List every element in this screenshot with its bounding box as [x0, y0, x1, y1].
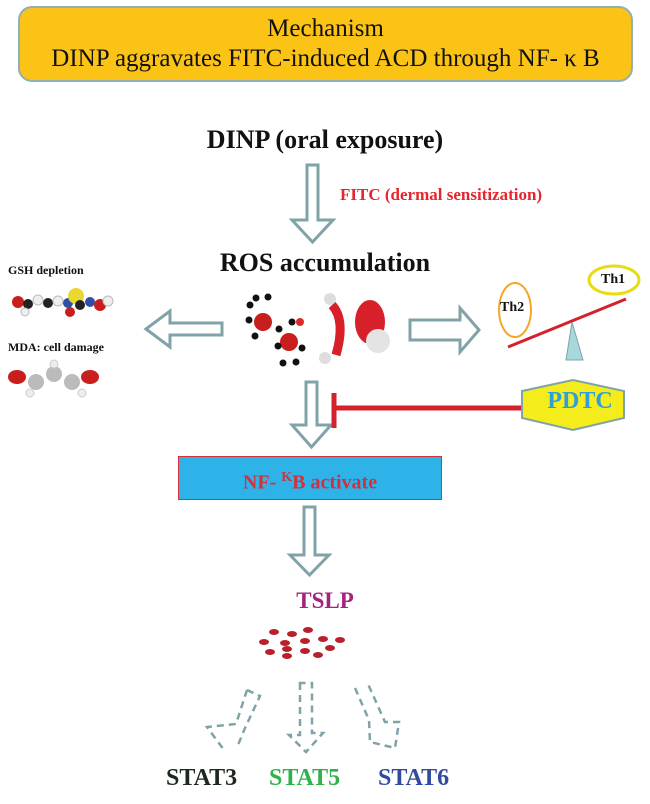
mda-molecule-icon	[8, 359, 99, 398]
ros-molecules-icon	[245, 293, 390, 367]
arrow-ros-to-right	[408, 303, 481, 357]
mda-label: MDA: cell damage	[8, 340, 104, 354]
dashed-arrow-stat5	[285, 681, 326, 754]
inhibition-bar	[331, 393, 525, 428]
tslp-particles-icon	[259, 627, 345, 659]
title-text: Mechanism	[267, 15, 384, 42]
th2-label: Th2	[500, 300, 525, 315]
gsh-label: GSH depletion	[8, 263, 84, 277]
fitc-label: FITC (dermal sensitization)	[340, 185, 543, 204]
dinp-label: DINP (oral exposure)	[206, 125, 444, 154]
nfkb-kappa: Κ	[281, 470, 293, 485]
ros-label: ROS accumulation	[219, 248, 431, 277]
subtitle-text: DINP aggravates FITC-induced ACD through…	[51, 45, 600, 72]
dashed-arrow-stat3	[204, 688, 262, 751]
stat5-label: STAT5	[269, 765, 341, 791]
stat6-label: STAT6	[378, 765, 450, 791]
title-banner: Mechanism DINP aggravates FITC-induced A…	[18, 6, 633, 82]
nfkb-suffix: B activate	[292, 471, 378, 494]
dashed-arrow-stat6	[353, 683, 401, 750]
nfkb-activate-box: NF- ΚB activate	[178, 456, 442, 500]
pdtc-label: PDTC	[547, 388, 613, 414]
arrow-dinp-to-ros	[288, 163, 337, 245]
pdtc-hexagon	[521, 378, 625, 432]
th-balance	[498, 264, 641, 361]
nfkb-prefix: NF-	[242, 471, 282, 494]
stat3-label: STAT3	[166, 765, 238, 791]
arrow-nfkb-to-tslp	[286, 505, 333, 578]
tslp-label: TSLP	[296, 588, 354, 613]
th1-label: Th1	[601, 272, 626, 287]
arrow-ros-to-left	[143, 308, 224, 350]
gsh-molecule-icon	[12, 288, 114, 317]
arrow-ros-to-nfkb	[288, 380, 335, 450]
